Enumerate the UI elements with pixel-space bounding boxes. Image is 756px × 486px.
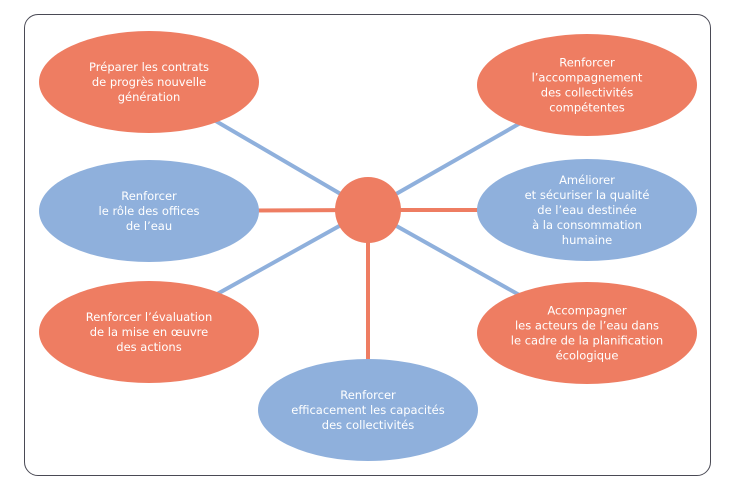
- node-label-line: les acteurs de l’eau dans: [515, 319, 659, 333]
- node-label-line: de l’eau destinée: [537, 203, 636, 217]
- node-label-line: des collectivités: [541, 86, 633, 100]
- node-label-line: humaine: [562, 233, 612, 247]
- node-ellipse: [39, 31, 259, 133]
- node-ellipse: [258, 359, 478, 461]
- node-ellipse: [477, 159, 697, 261]
- node-ellipse: [39, 281, 259, 383]
- node-label-line: des collectivités: [322, 418, 414, 432]
- node-label-line: génération: [118, 90, 181, 104]
- node-label-line: l’accompagnement: [532, 71, 643, 85]
- node-label-line: le rôle des offices: [99, 204, 200, 218]
- node-label-line: Accompagner: [547, 304, 627, 318]
- node-label-line: Renforcer: [340, 388, 396, 402]
- node-ellipse: [477, 282, 697, 384]
- node-label-line: de la mise en œuvre: [90, 325, 208, 339]
- node-label-line: écologique: [556, 349, 619, 363]
- center-hub: [335, 177, 401, 243]
- node-label-line: Améliorer: [559, 173, 615, 187]
- node-label-line: de progrès nouvelle: [92, 75, 206, 89]
- node-label-line: Préparer les contrats: [89, 60, 209, 74]
- node-label-line: compétentes: [549, 101, 624, 115]
- node-label-line: à la consommation: [532, 218, 642, 232]
- node-label-line: efficacement les capacités: [291, 403, 444, 417]
- node-label-line: des actions: [116, 340, 181, 354]
- node-label-line: Renforcer l’évaluation: [86, 310, 213, 324]
- diagram-frame: [24, 14, 711, 476]
- node-ellipse: [477, 34, 697, 136]
- node-label-line: et sécuriser la qualité: [525, 188, 650, 202]
- node-label-line: le cadre de la planification: [511, 334, 663, 348]
- node-label-line: Renforcer: [559, 56, 615, 70]
- node-label-line: Renforcer: [121, 189, 177, 203]
- node-label-line: de l’eau: [126, 219, 172, 233]
- node-ellipse: [39, 160, 259, 262]
